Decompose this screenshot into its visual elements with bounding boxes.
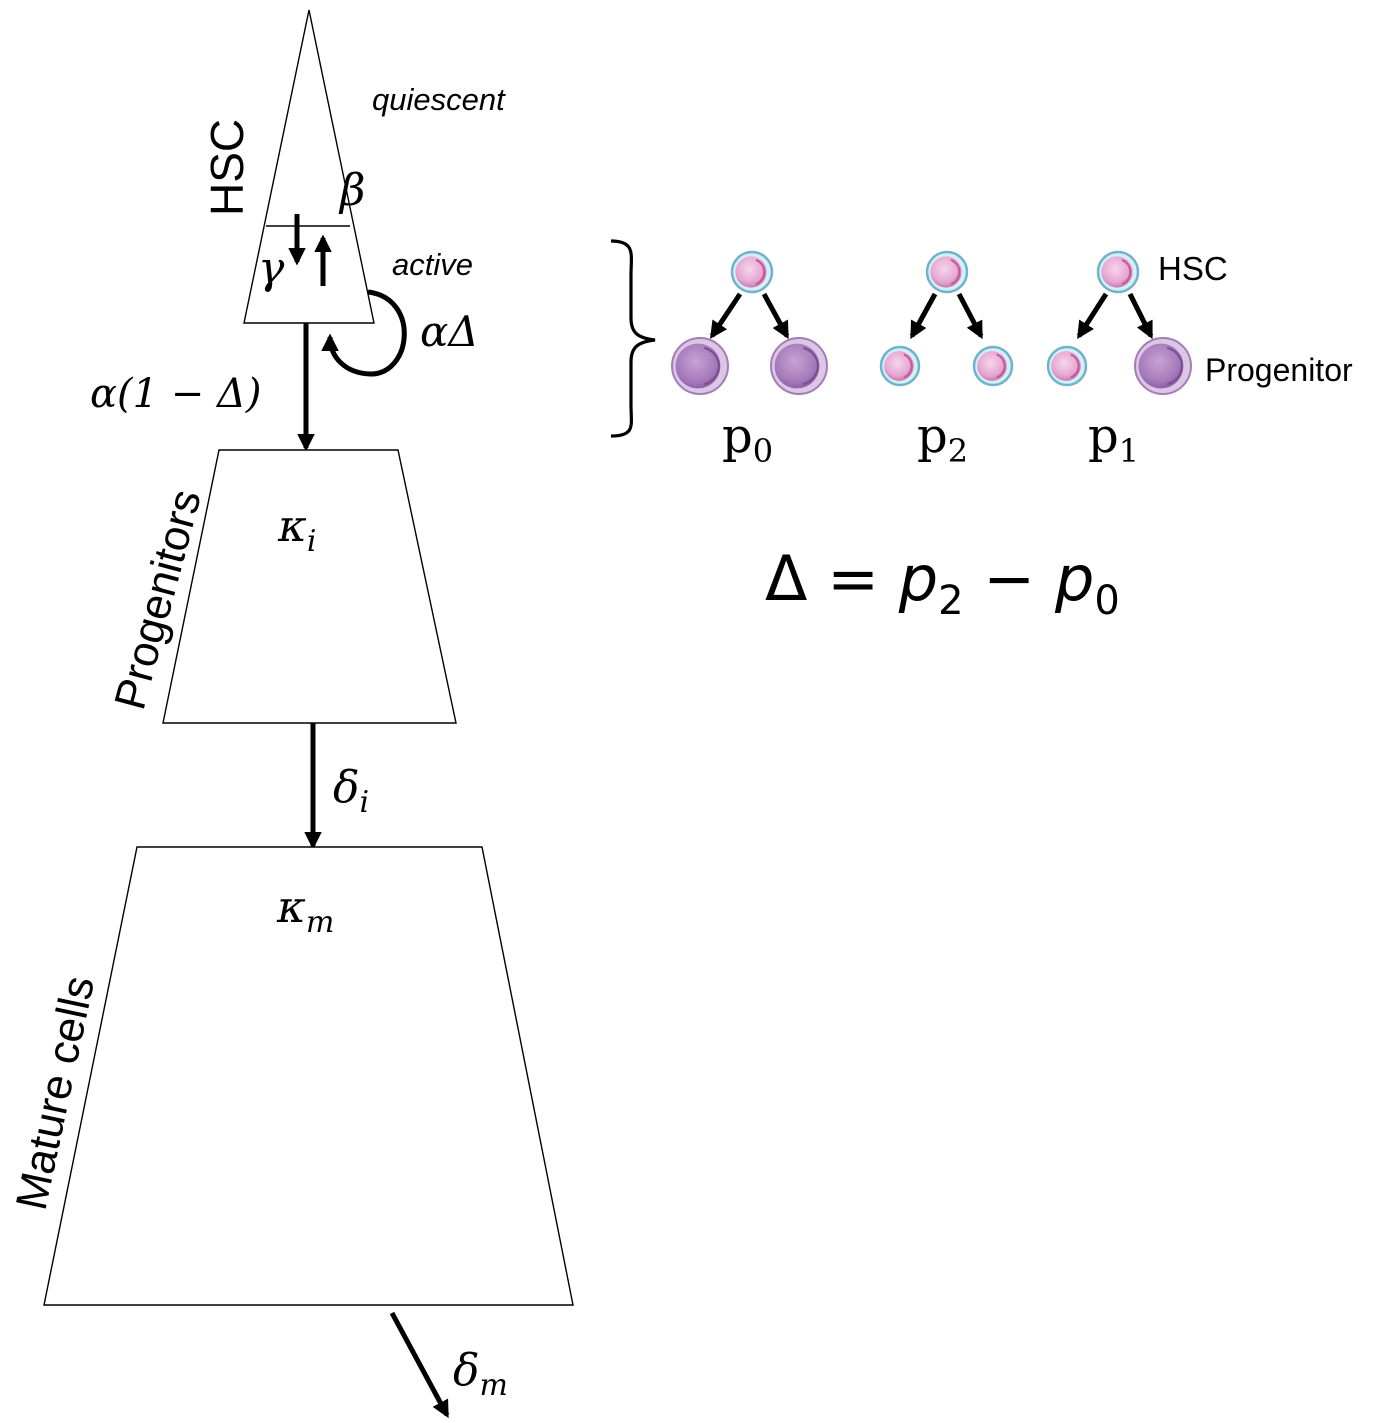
parent-hsc-cell [1096, 250, 1140, 294]
differentiation-flow-hsc: α(1 − Δ) [90, 323, 315, 452]
alpha-delta-label: αΔ [420, 307, 479, 356]
daughter-progenitor-cell [770, 337, 828, 395]
mature-compartment: κm Mature cells [7, 846, 574, 1306]
mature-shape [43, 846, 574, 1306]
active-label: active [392, 247, 473, 282]
parent-hsc-cell [730, 250, 774, 294]
parent-hsc-cell [925, 250, 969, 294]
right-division-arrow [956, 292, 984, 340]
left-division-arrow [909, 292, 938, 340]
division-scheme-p1: p1 [1046, 250, 1192, 470]
hsc-legend-label: HSC [1158, 250, 1228, 287]
progenitors-shape [162, 449, 457, 724]
mature-death-arrow [389, 1311, 450, 1419]
division-probability-label: p2 [917, 408, 968, 470]
left-division-arrow [709, 292, 743, 339]
hsc-shape [243, 9, 375, 324]
daughter-progenitor-cell [1134, 337, 1192, 395]
right-division-arrow [1127, 292, 1154, 340]
hsc-compartment: β γ quiescent active HSC [201, 9, 506, 324]
division-types-panel: p0 p2 p1 HSC Progenitor [610, 239, 1353, 470]
daughter-hsc-cell [972, 345, 1014, 387]
delta-i-label: δi [333, 762, 369, 820]
differentiation-flow-progenitor: δi [304, 723, 369, 850]
delta-m-label: δm [453, 1345, 508, 1403]
division-scheme-p0: p0 [671, 250, 828, 470]
self-renewal-loop: αΔ [321, 289, 479, 377]
right-division-arrow [761, 292, 790, 340]
death-flow: δm [389, 1311, 508, 1419]
delta-equation: Δ = p2 − p0 [765, 542, 1120, 624]
curly-brace [610, 239, 656, 438]
division-probability-label: p0 [722, 408, 773, 470]
progenitors-compartment: κi Progenitors [105, 449, 457, 724]
left-division-arrow [1076, 292, 1109, 339]
daughter-hsc-cell [1046, 345, 1088, 387]
kappa-m-label: κm [276, 882, 334, 940]
division-scheme-p2: p2 [879, 250, 1014, 470]
progenitor-legend-label: Progenitor [1205, 352, 1353, 388]
daughter-progenitor-cell [671, 337, 729, 395]
division-diagrams: p0 p2 p1 [671, 250, 1192, 470]
kappa-i-label: κi [277, 501, 316, 559]
self-renewal-arrow [321, 289, 407, 377]
beta-label: β [338, 165, 365, 216]
division-probability-label: p1 [1088, 408, 1139, 470]
daughter-hsc-cell [879, 345, 921, 387]
alpha-one-minus-delta-label: α(1 − Δ) [90, 371, 262, 417]
gamma-label: γ [258, 243, 285, 294]
quiescent-label: quiescent [372, 82, 506, 117]
hsc-vertical-label: HSC [201, 119, 253, 216]
